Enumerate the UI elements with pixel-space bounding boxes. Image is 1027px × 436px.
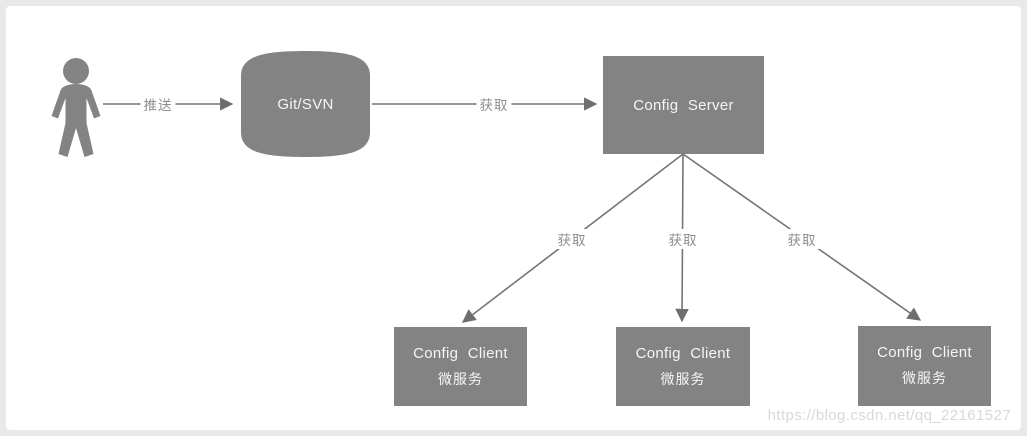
edge-label-fetch-client1: 获取 bbox=[554, 229, 590, 249]
config-client-2-sublabel: 微服务 bbox=[660, 370, 706, 387]
edge-label-fetch-server: 获取 bbox=[476, 94, 512, 114]
config-client-1-sublabel: 微服务 bbox=[438, 370, 483, 387]
node-config-client-3: Config Client 微服务 bbox=[858, 326, 991, 406]
edge-label-push: 推送 bbox=[140, 94, 176, 114]
node-config-client-2: Config Client 微服务 bbox=[616, 327, 750, 406]
config-client-2-label: Config Client bbox=[635, 344, 731, 362]
node-git-svn: Git/SVN bbox=[239, 47, 372, 161]
config-client-3-label: Config Client bbox=[877, 344, 972, 361]
node-config-client-1: Config Client 微服务 bbox=[394, 327, 527, 406]
config-client-3-sublabel: 微服务 bbox=[902, 370, 947, 386]
node-config-server: Config Server bbox=[603, 56, 764, 154]
config-client-1-label: Config Client bbox=[413, 344, 508, 362]
config-server-label: Config Server bbox=[633, 96, 734, 114]
git-svn-label: Git/SVN bbox=[277, 95, 334, 113]
edge-lines bbox=[103, 97, 922, 323]
person-icon bbox=[51, 58, 101, 157]
csdn-watermark: https://blog.csdn.net/qq_22161527 bbox=[767, 407, 1011, 424]
edge-label-fetch-client3: 获取 bbox=[784, 229, 820, 249]
edge-label-fetch-client2: 获取 bbox=[665, 229, 701, 249]
